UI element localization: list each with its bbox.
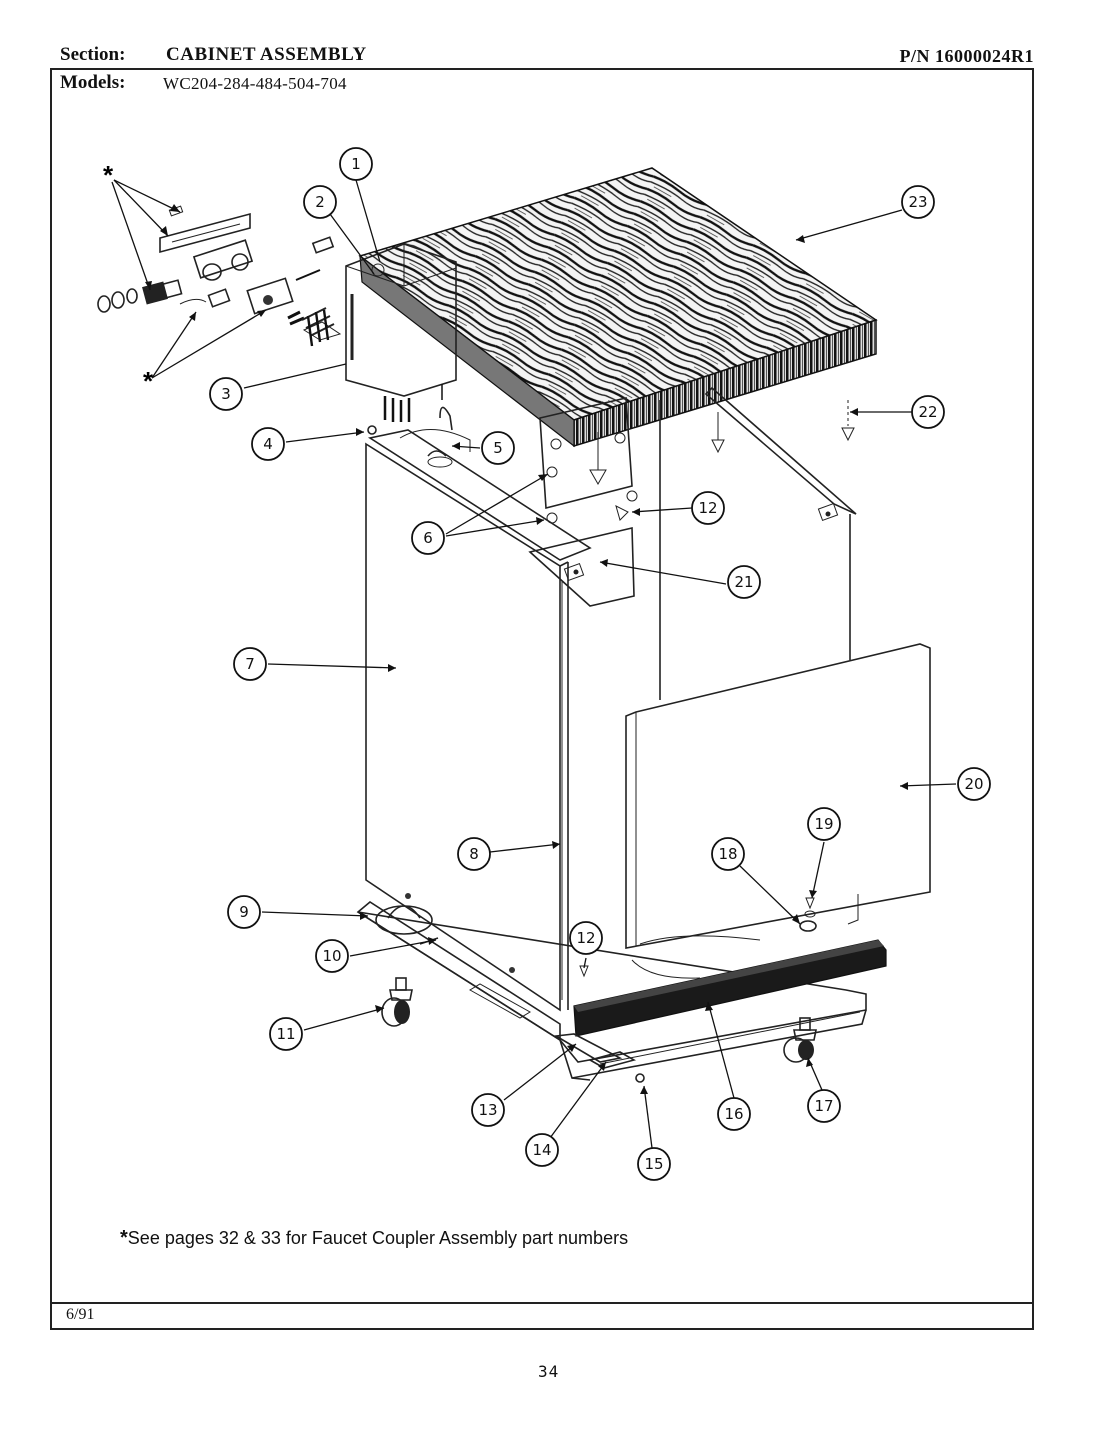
callout-11: 11 (269, 1017, 303, 1051)
callout-18: 18 (711, 837, 745, 871)
callout-14: 14 (525, 1133, 559, 1167)
asterisk-mark-bottom: * (143, 366, 154, 396)
section-label: Section: (60, 44, 126, 65)
svg-text:17: 17 (814, 1097, 833, 1115)
diagram-frame (50, 68, 1034, 1330)
svg-text:8: 8 (469, 845, 479, 863)
control-box (345, 243, 457, 422)
caster-left (381, 977, 413, 1027)
svg-text:5: 5 (493, 439, 503, 457)
callout-9: 9 (227, 895, 261, 929)
callout-8: 8 (457, 837, 491, 871)
leader-lines (243, 179, 957, 1149)
callout-7: 7 (233, 647, 267, 681)
svg-text:14: 14 (532, 1141, 551, 1159)
asterisk-leaders (111, 179, 267, 379)
svg-text:4: 4 (263, 435, 273, 453)
callout-3: 3 (209, 377, 243, 411)
svg-text:23: 23 (908, 193, 927, 211)
svg-text:3: 3 (221, 385, 231, 403)
svg-text:1: 1 (351, 155, 361, 173)
svg-text:15: 15 (644, 1155, 663, 1173)
callout-17: 17 (807, 1089, 841, 1123)
page-number: 34 (538, 1362, 560, 1381)
callout-12-lower: 12 (569, 921, 603, 955)
asterisk-mark-top: * (103, 160, 114, 190)
svg-text:7: 7 (245, 655, 255, 673)
callout-20: 20 (957, 767, 991, 801)
svg-text:12: 12 (576, 929, 595, 947)
models-list: WC204-284-484-504-704 (163, 74, 347, 93)
faucet-coupler-parts (97, 205, 342, 347)
models-label: Models: (60, 72, 126, 93)
countertop (358, 167, 878, 448)
footnote-text: See pages 32 & 33 for Faucet Coupler Ass… (127, 1228, 629, 1248)
svg-text:13: 13 (478, 1101, 497, 1119)
svg-text:18: 18 (718, 845, 737, 863)
svg-text:20: 20 (964, 775, 983, 793)
svg-text:10: 10 (322, 947, 341, 965)
section-title: CABINET ASSEMBLY (166, 44, 367, 65)
callout-10: 10 (315, 939, 349, 973)
svg-text:6: 6 (423, 529, 433, 547)
callout-5: 5 (481, 431, 515, 465)
svg-text:12: 12 (698, 499, 717, 517)
svg-text:16: 16 (724, 1105, 743, 1123)
callout-2: 2 (303, 185, 337, 219)
callout-15: 15 (637, 1147, 671, 1181)
svg-text:11: 11 (276, 1025, 295, 1043)
callout-16: 16 (717, 1097, 751, 1131)
part-number: P/N 16000024R1 (899, 46, 1034, 66)
callout-21: 21 (727, 565, 761, 599)
callout-1: 1 (339, 147, 373, 181)
footnote: *See pages 32 & 33 for Faucet Coupler As… (120, 1227, 628, 1250)
cabinet-body (356, 386, 931, 1083)
callout-4: 4 (251, 427, 285, 461)
svg-text:22: 22 (918, 403, 937, 421)
callout-13: 13 (471, 1093, 505, 1127)
footer-divider (50, 1302, 1034, 1304)
callout-6: 6 (411, 521, 445, 555)
callout-12-upper: 12 (691, 491, 725, 525)
svg-text:21: 21 (734, 573, 753, 591)
svg-text:2: 2 (315, 193, 325, 211)
caster-right (783, 1017, 817, 1063)
callout-19: 19 (807, 807, 841, 841)
callout-23: 23 (901, 185, 935, 219)
svg-text:19: 19 (814, 815, 833, 833)
revision-date: 6/91 (66, 1306, 95, 1323)
svg-text:9: 9 (239, 903, 249, 921)
callout-22: 22 (911, 395, 945, 429)
footnote-asterisk: * (120, 1227, 128, 1249)
